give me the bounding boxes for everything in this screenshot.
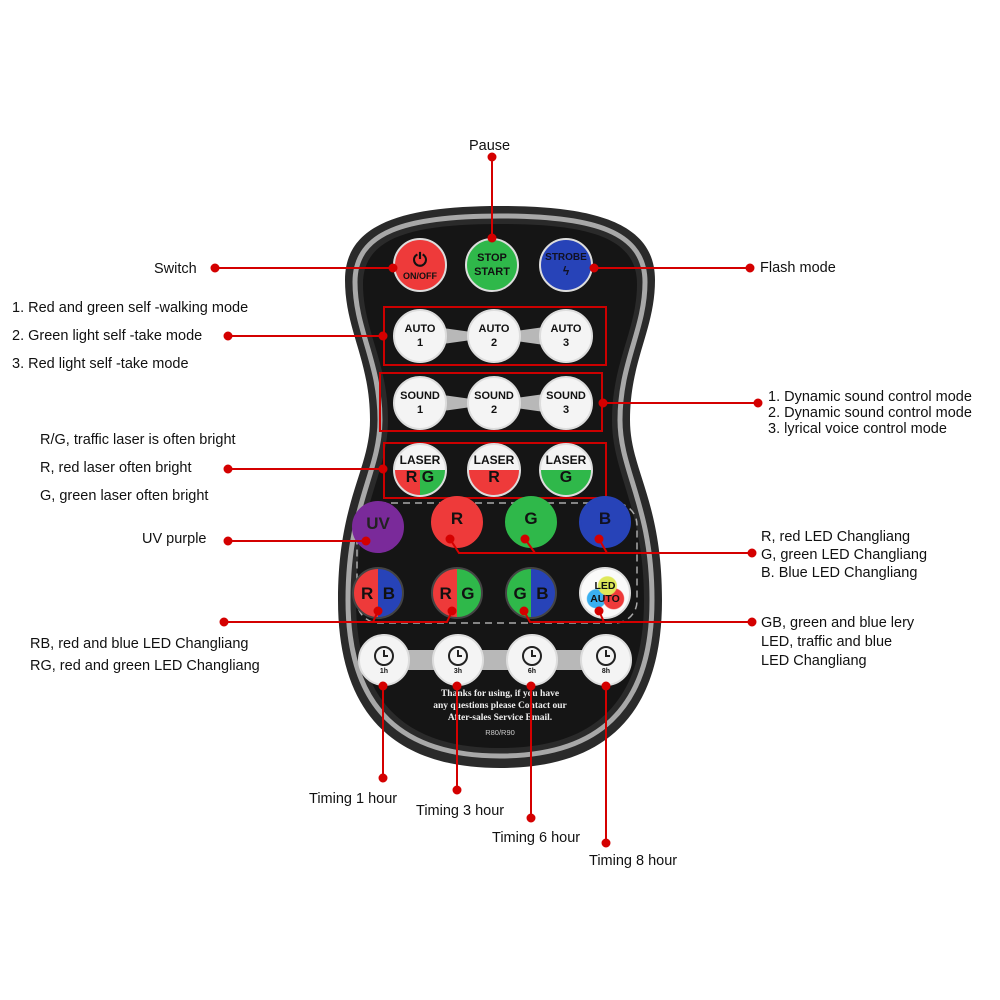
rb-rg-leader — [224, 610, 453, 623]
power-icon: ⏻ — [412, 249, 428, 270]
laser-rg-label: R/G, traffic laser is often bright — [40, 432, 236, 448]
auto-leader — [223, 331, 388, 341]
pause-label: Pause — [469, 138, 511, 154]
pause-leader — [487, 152, 497, 243]
laser-g-button[interactable]: LASER G — [539, 443, 593, 497]
laser-r-button[interactable]: LASER R — [467, 443, 521, 497]
timer-8h-button[interactable]: 8h — [580, 634, 632, 686]
power-button[interactable]: ⏻ ON/OFF — [393, 238, 447, 292]
rg-led-button[interactable]: R G — [431, 567, 483, 619]
laser-r-label: R, red laser often bright — [40, 460, 192, 476]
sound-leader — [598, 398, 763, 408]
flash-mode-label: Flash mode — [760, 260, 836, 276]
timer-3h-button[interactable]: 3h — [432, 634, 484, 686]
timer-1h-button[interactable]: 1h — [358, 634, 410, 686]
lightning-icon: ϟ — [562, 264, 570, 278]
gb-led-button[interactable]: G B — [505, 567, 557, 619]
uv-leader — [223, 536, 371, 546]
timer-leaders — [378, 681, 611, 848]
switch-leader — [210, 263, 398, 273]
clock-icon — [448, 645, 468, 666]
rb-rg-dots — [219, 606, 457, 627]
strobe-button[interactable]: STROBE ϟ — [539, 238, 593, 292]
uv-button[interactable]: UV — [352, 501, 404, 553]
red-led-button[interactable]: R — [431, 496, 483, 548]
mixed-right-labels: GB, green and blue lery LED, traffic and… — [761, 615, 915, 669]
green-led-button[interactable]: G — [505, 496, 557, 548]
timer-3h-label: Timing 3 hour — [416, 803, 505, 819]
sound-modes-label: 1. Dynamic sound control mode 2. Dynamic… — [768, 389, 972, 437]
laser-rg-button[interactable]: LASER R G — [393, 443, 447, 497]
mixed-left-labels: RB, red and blue LED Changliang RG, red … — [30, 636, 260, 674]
clock-icon — [374, 645, 394, 666]
auto-mode-1-label: 1. Red and green self -walking mode — [12, 300, 249, 316]
uv-label: UV purple — [142, 531, 207, 547]
clock-icon — [522, 645, 542, 666]
laser-g-label: G, green laser often bright — [40, 488, 209, 504]
clock-icon — [596, 645, 616, 666]
timer-8h-label: Timing 8 hour — [589, 853, 678, 869]
timer-6h-label: Timing 6 hour — [492, 830, 581, 846]
service-note: Thanks for using, if you have any questi… — [433, 689, 567, 723]
switch-label: Switch — [154, 261, 197, 277]
rgb-led-labels: R, red LED Changliang G, green LED Chang… — [761, 529, 928, 581]
gb-led-dots — [519, 606, 757, 627]
blue-led-button[interactable]: B — [579, 496, 631, 548]
auto-mode-3-label: 3. Red light self -take mode — [12, 356, 189, 372]
timer-6h-button[interactable]: 6h — [506, 634, 558, 686]
timer-1h-label: Timing 1 hour — [309, 791, 398, 807]
gb-led-leader — [523, 610, 752, 623]
auto-mode-2-label: 2. Green light self -take mode — [12, 328, 203, 344]
flash-leader — [589, 263, 755, 273]
laser-leader — [223, 464, 388, 474]
rgb-dots — [445, 534, 757, 558]
model-label: R80/R90 — [485, 728, 515, 737]
